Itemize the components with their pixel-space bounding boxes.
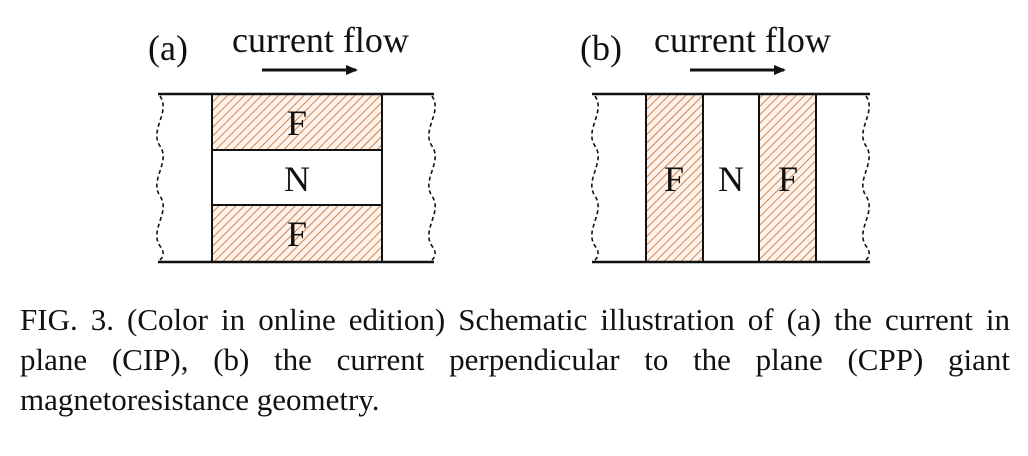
panel-b-layer-n: N [718,159,744,199]
panel-b-current-label: current flow [654,20,831,60]
panel-a-layer-f-top: F [287,103,307,143]
panel-a-f-layer-bottom [212,205,382,262]
panel-a-right-break [428,95,436,261]
figure-caption: FIG. 3. (Color in online edition) Schema… [20,302,1010,417]
panel-b-right-break [862,95,870,261]
gmr-schematic-figure: (a) current flow F N F (b) current flow [148,20,870,264]
panel-a-f-layer-top [212,94,382,150]
panel-a-tag: (a) [148,28,188,68]
panel-a-cip: (a) current flow F N F [148,20,436,264]
panel-b-cpp: (b) current flow F N F [580,20,870,264]
panel-b-layer-f-right: F [778,159,798,199]
panel-b-f-layer-left [646,94,703,262]
panel-b-left-break [591,95,599,261]
panel-a-current-label: current flow [232,20,409,60]
panel-b-tag: (b) [580,28,622,68]
panel-b-f-layer-right [759,94,816,262]
panel-a-layer-f-bottom: F [287,214,307,254]
panel-a-layer-n: N [284,159,310,199]
panel-b-layer-f-left: F [664,159,684,199]
panel-a-left-break [156,95,164,261]
